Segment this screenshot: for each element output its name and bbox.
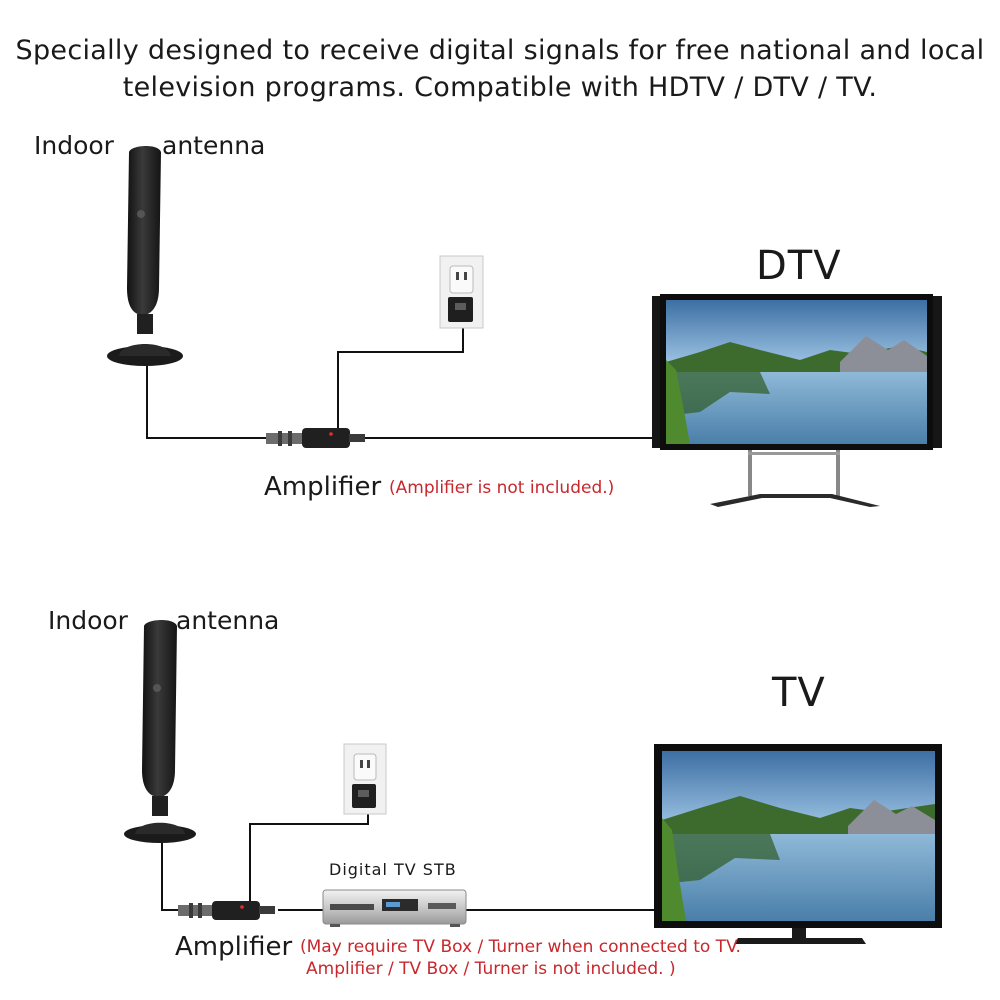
- tv-label: TV: [772, 670, 826, 716]
- bottom-power-cable: [249, 808, 369, 903]
- bottom-antenna-cable: [161, 838, 180, 911]
- bottom-amplifier-note-line-1: (May require TV Box / Turner when connec…: [300, 937, 741, 957]
- top-antenna-label-left: Indoor: [34, 131, 114, 160]
- headline-line-1: Specially designed to receive digital si…: [15, 35, 985, 66]
- bottom-amplifier-note-line-2: Amplifier / TV Box / Turner is not inclu…: [306, 959, 676, 979]
- top-cables: [146, 318, 662, 439]
- headline-line-2: television programs. Compatible with HDT…: [122, 72, 878, 103]
- top-power-cable: [337, 318, 464, 430]
- stb-label: Digital TV STB: [329, 860, 457, 879]
- bottom-amplifier-label: Amplifier: [175, 932, 293, 962]
- top-amplifier-label: Amplifier: [264, 472, 382, 502]
- top-amplifier-note: (Amplifier is not included.): [389, 478, 615, 498]
- dtv-label: DTV: [756, 243, 842, 289]
- dtv-icon: [652, 294, 942, 507]
- bottom-amplifier-icon: [178, 901, 275, 920]
- bottom-wall-outlet-icon: [343, 743, 387, 815]
- top-antenna-icon: [107, 145, 183, 366]
- bottom-antenna-icon: [124, 619, 196, 843]
- top-wall-outlet-icon: [439, 255, 484, 329]
- top-antenna-label-right: antenna: [162, 131, 266, 160]
- tv-icon: [654, 744, 942, 944]
- top-antenna-cable: [146, 355, 268, 439]
- top-amplifier-icon: [266, 428, 365, 448]
- stb-icon: [322, 889, 467, 927]
- bottom-antenna-label-right: antenna: [176, 606, 280, 635]
- bottom-antenna-label-left: Indoor: [48, 606, 128, 635]
- bottom-cables: [161, 808, 656, 911]
